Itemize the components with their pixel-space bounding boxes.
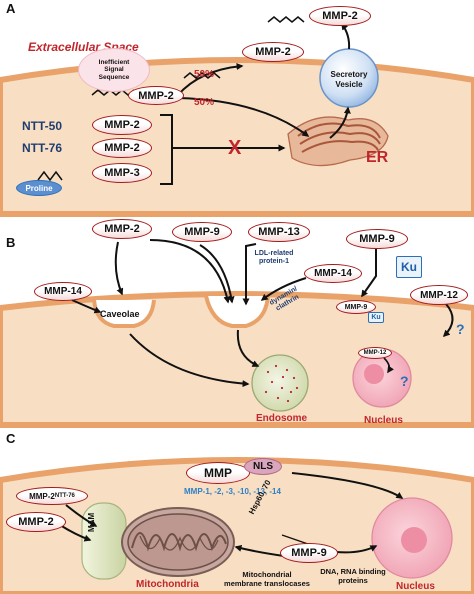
mmp2-partial-secretion: MMP-2 <box>242 42 304 62</box>
panel-label-c: C <box>6 431 16 446</box>
ntt50-label: NTT-50 <box>22 119 63 133</box>
clathrin-pit <box>204 295 270 328</box>
mmp9-right: MMP-9 <box>346 229 408 249</box>
secreted-squiggle <box>183 72 221 79</box>
panel-label-b: B <box>6 235 16 250</box>
question-mark-2: ? <box>400 373 409 389</box>
question-mark-1: ? <box>456 321 465 337</box>
signal-sequence-squiggle <box>91 89 135 96</box>
mmp2-ntt76: MMP-2 <box>92 138 152 158</box>
mmp2-secreted: MMP-2 <box>309 6 371 26</box>
mmp12-small: MMP-12 <box>358 347 392 359</box>
pct-upper: 50% <box>194 69 215 80</box>
mmp14-mid: MMP-14 <box>304 264 362 283</box>
ntt76-label: NTT-76 <box>22 141 63 155</box>
mmp9-small: MMP-9 <box>336 300 376 314</box>
nucleus-b-label: Nucleus <box>364 415 403 426</box>
ldl-line2: protein-1 <box>259 258 289 266</box>
translocase-line1: Mitochondrial <box>242 570 292 579</box>
secretory-line1: Secretory <box>330 70 368 79</box>
mmp3: MMP-3 <box>92 163 152 183</box>
arrow-mmp14mid-to-pit <box>260 277 307 301</box>
arrow-er-to-vesicle <box>329 106 351 139</box>
nls-tag: NLS <box>244 458 282 475</box>
arrow-to-er <box>177 97 310 137</box>
mmp-c: MMP <box>186 462 250 484</box>
endosome <box>251 354 309 412</box>
secretory-vesicle-label: Secretory Vesicle <box>325 70 373 89</box>
arrow-mmp-to-nucleus <box>291 472 404 499</box>
mam-label: MAM <box>87 512 96 532</box>
mmp12: MMP-12 <box>410 285 468 305</box>
arrow-mmp13-to-pit <box>242 243 257 306</box>
arrow-mmp12small-to-nucleus <box>383 357 394 374</box>
proline-tag: Proline <box>16 180 62 196</box>
secretory-line2: Vesicle <box>335 79 363 89</box>
mmp9-b: MMP-9 <box>172 222 232 242</box>
mmp13-b: MMP-13 <box>248 222 310 242</box>
pct-lower: 50% <box>194 97 215 108</box>
mmp2-b: MMP-2 <box>92 219 152 239</box>
mmp2-with-signal: MMP-2 <box>128 86 184 105</box>
nucleolus-b <box>364 364 384 384</box>
arrow-mmp9-to-nucleus <box>335 545 378 554</box>
arrow-mmp2-to-pit <box>149 239 231 304</box>
endosome-label: Endosome <box>256 413 308 424</box>
inefficient-line2: Signal <box>104 66 124 74</box>
nucleolus-c <box>401 527 427 553</box>
nucleus-c-label: Nucleus <box>396 581 435 592</box>
translocase-line2: membrane translocases <box>224 579 310 588</box>
top-squiggle <box>267 16 305 23</box>
arrow-mmp2-to-mam <box>59 524 92 542</box>
inefficient-line3: Sequence <box>98 73 130 81</box>
er-label: ER <box>366 149 389 166</box>
dna-line1: DNA, RNA binding <box>320 567 386 576</box>
caveolae-label: Caveolae <box>100 309 140 319</box>
er-organelle <box>287 116 389 167</box>
arrow-mmp9-to-pit <box>199 244 235 304</box>
mmp2-ntt50: MMP-2 <box>92 115 152 135</box>
arrow-mmp9-to-ku <box>361 249 377 298</box>
mmp-list: MMP-1, -2, -3, -10, -13, -14 <box>184 487 281 496</box>
ku-small: Ku <box>368 312 384 323</box>
arrow-caveolae-to-endosome <box>129 333 250 388</box>
mmp2-ntt-main: MMP-2 <box>29 491 55 501</box>
inefficient-signal-sequence: Inefficient Signal Sequence <box>78 48 150 92</box>
arrow-mmp2-to-caveolae <box>114 241 124 296</box>
arrow-vesicle-to-out <box>341 22 351 50</box>
arrow-ntt-to-mam <box>65 504 98 527</box>
endosome-dots <box>264 364 299 403</box>
bracket <box>160 114 182 185</box>
arrow-mmp9-to-mito <box>234 544 285 557</box>
block-mark: X <box>228 137 242 159</box>
mitochondrion <box>121 507 235 577</box>
arrow-mmp12-to-nucleus <box>442 303 454 338</box>
dna-label: DNA, RNA binding proteins <box>316 567 390 585</box>
mmp2-ntt-sub: NTT-76 <box>54 493 75 499</box>
arrow-to-secretion <box>177 63 244 96</box>
dna-line2: proteins <box>338 576 368 585</box>
mitochondria-label: Mitochondria <box>136 579 199 590</box>
arrow-mmp14-to-caveolae <box>71 299 102 314</box>
ku-large: Ku <box>396 256 422 278</box>
ldl-label: LDL-related protein-1 <box>246 250 302 267</box>
translocase-label: Mitochondrial membrane translocases <box>218 570 316 588</box>
arrow-pit-to-endosome <box>236 329 260 367</box>
ldl-line1: LDL-related <box>254 250 294 257</box>
mmp2-c: MMP-2 <box>6 512 66 532</box>
panel-label-a: A <box>6 1 16 16</box>
mmp9-c: MMP-9 <box>280 543 338 563</box>
inefficient-line1: Inefficient <box>98 58 130 66</box>
mmp14-left: MMP-14 <box>34 282 92 301</box>
